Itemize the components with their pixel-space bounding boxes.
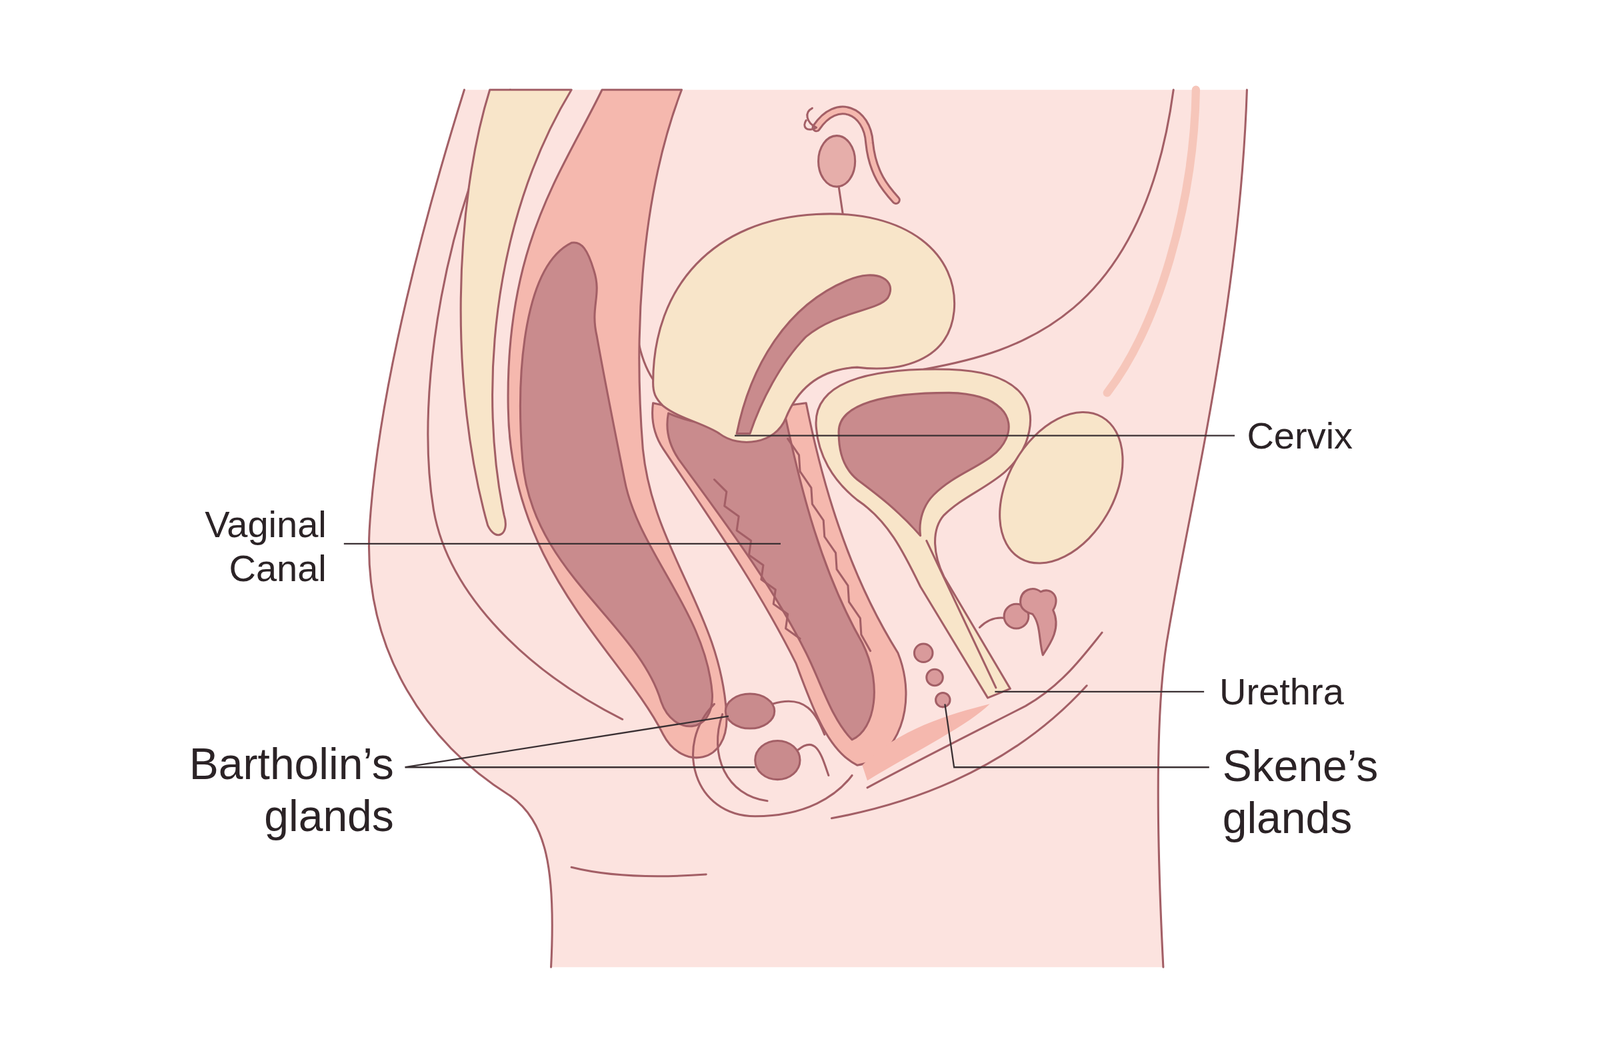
- fimbriae: [804, 108, 817, 130]
- skenes-gland: [936, 692, 950, 707]
- pubic-bone: [974, 390, 1148, 586]
- gland-duct: [798, 744, 829, 776]
- part-label: Cervix: [1246, 414, 1353, 458]
- leader-line: [734, 435, 1235, 437]
- bladder-lumen: [838, 392, 1009, 536]
- perineum-line: [831, 686, 1087, 819]
- urethra-lumen: [926, 540, 996, 688]
- body-outline-left: [368, 90, 552, 968]
- gland-stalk: [979, 618, 1006, 628]
- part-label: Skene’s glands: [1222, 740, 1410, 845]
- leader-line: [944, 704, 1209, 768]
- gluteal-fold: [571, 867, 706, 876]
- ovary: [818, 136, 856, 188]
- abdominal-wall-line: [923, 90, 1174, 370]
- gland-duct: [772, 701, 825, 735]
- labium-outer: [693, 704, 852, 816]
- bladder-wall: [816, 369, 1030, 698]
- leader-line: [405, 716, 729, 768]
- vulva-fill: [862, 704, 990, 781]
- skenes-gland: [914, 644, 933, 663]
- part-label: Vaginal Canal: [173, 502, 327, 591]
- fallopian-tube-inner: [816, 110, 896, 200]
- leader-line: [344, 543, 781, 545]
- part-label: Urethra: [1219, 670, 1344, 714]
- bartholins-gland: [755, 740, 800, 780]
- part-label: Bartholin’s glands: [154, 738, 394, 843]
- leader-line: [405, 766, 756, 768]
- body-fill: [368, 90, 1247, 968]
- abdominal-wall-stripe: [1107, 90, 1196, 394]
- fallopian-tube: [816, 110, 896, 200]
- clitoris: [1020, 589, 1056, 656]
- ovarian-ligament: [838, 186, 843, 214]
- bartholins-gland: [725, 694, 774, 729]
- vaginal-rugae: [714, 480, 800, 640]
- leader-line: [994, 691, 1204, 693]
- skenes-gland: [926, 669, 943, 686]
